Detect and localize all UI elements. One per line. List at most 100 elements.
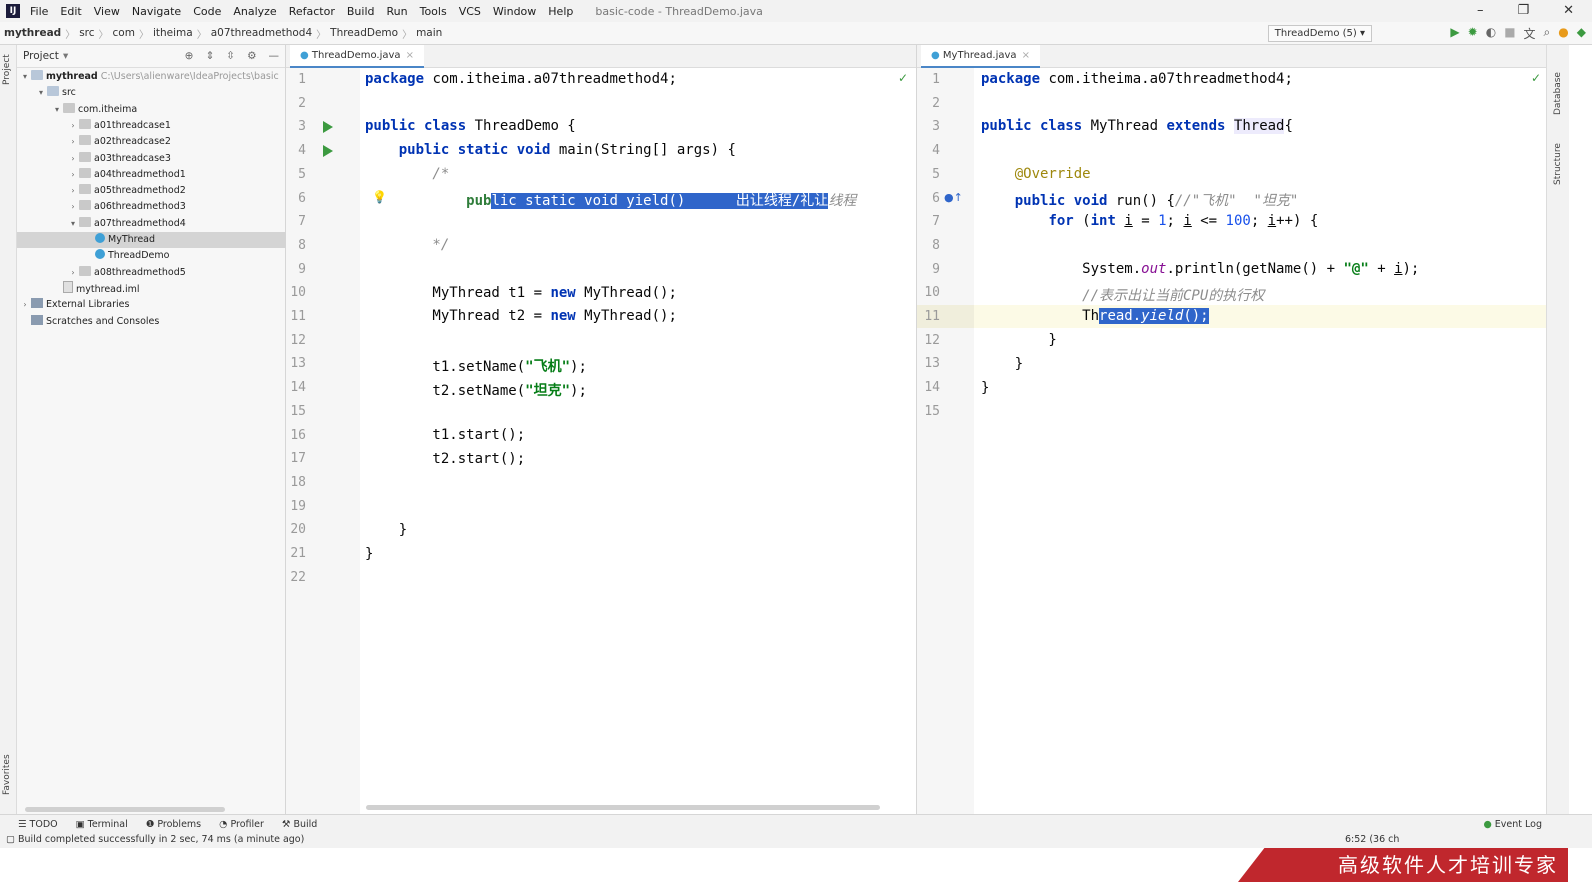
line-number: 4 bbox=[932, 143, 940, 159]
tree-item[interactable]: ›a06threadmethod3 bbox=[17, 199, 335, 215]
plugin-icon[interactable]: ◆ bbox=[1576, 25, 1586, 39]
tree-item[interactable]: MyThread bbox=[17, 232, 351, 248]
collapse-arrow-icon[interactable]: › bbox=[71, 137, 75, 147]
line-number: 8 bbox=[298, 237, 306, 253]
menu-tools[interactable]: Tools bbox=[419, 4, 447, 18]
tree-item[interactable]: ▾mythread C:\Users\alienware\IdeaProject… bbox=[17, 69, 287, 85]
caret-position[interactable]: 6:52 (36 ch bbox=[1345, 834, 1400, 845]
breadcrumb-itheima[interactable]: itheima bbox=[152, 27, 193, 39]
collapse-arrow-icon[interactable]: › bbox=[71, 169, 75, 179]
restore-icon[interactable]: ❐ bbox=[1517, 3, 1530, 18]
intention-bulb-icon[interactable]: 💡 bbox=[372, 190, 387, 204]
locate-icon[interactable]: ⊕ bbox=[184, 50, 194, 62]
expand-arrow-icon[interactable]: ▾ bbox=[22, 72, 27, 81]
project-tool-label[interactable]: Project bbox=[2, 54, 12, 85]
menu-vcs[interactable]: VCS bbox=[458, 4, 481, 18]
collapse-arrow-icon[interactable]: › bbox=[71, 267, 75, 277]
tab-mythread-java[interactable]: ● MyThread.java× bbox=[921, 45, 1040, 68]
tree-item[interactable]: mythread.iml bbox=[17, 280, 319, 297]
close-tab-icon[interactable]: × bbox=[1021, 50, 1030, 61]
project-panel-title[interactable]: Project bbox=[23, 50, 59, 62]
status-message[interactable]: Build completed successfully in 2 sec, 7… bbox=[18, 834, 305, 845]
close-tab-icon[interactable]: × bbox=[405, 50, 414, 61]
build-tab[interactable]: ⚒ Build bbox=[281, 818, 318, 830]
stop-icon[interactable]: ■ bbox=[1504, 25, 1516, 39]
expand-arrow-icon[interactable]: ▾ bbox=[38, 88, 43, 98]
menu-code[interactable]: Code bbox=[193, 4, 222, 18]
watermark-banner: 高级软件人才培训专家 bbox=[1238, 848, 1568, 882]
profiler-tab[interactable]: ◔ Profiler bbox=[219, 818, 264, 830]
breadcrumb-class[interactable]: ThreadDemo bbox=[330, 27, 399, 39]
tree-item[interactable]: ▾src bbox=[17, 85, 303, 101]
terminal-tab[interactable]: ▣ Terminal bbox=[75, 818, 128, 830]
project-panel: Project ▾ ⊕ ⇕ ⇳ ⚙ — ▾mythread C:\Users\al… bbox=[17, 45, 351, 820]
code-line-12: } bbox=[981, 332, 1057, 348]
tree-item[interactable]: ›External Libraries bbox=[17, 297, 287, 313]
menu-edit[interactable]: Edit bbox=[60, 4, 82, 18]
lib-icon bbox=[31, 298, 43, 309]
expand-all-icon[interactable]: ⇕ bbox=[205, 50, 215, 62]
breadcrumb-project[interactable]: mythread bbox=[4, 27, 62, 39]
tree-item-label: a01threadcase1 bbox=[94, 119, 171, 131]
translate-icon[interactable]: 文 bbox=[1523, 27, 1536, 41]
run-configuration-select[interactable]: ThreadDemo (5) ▾ bbox=[1267, 25, 1372, 42]
tree-item[interactable]: ›a08threadmethod5 bbox=[17, 265, 335, 281]
tree-item[interactable]: ›a03threadcase3 bbox=[17, 151, 335, 167]
pkg-icon bbox=[79, 118, 91, 129]
breadcrumb-src[interactable]: src bbox=[79, 27, 95, 39]
debug-icon[interactable]: ✹ bbox=[1467, 25, 1478, 39]
database-tool-label[interactable]: Database bbox=[1553, 72, 1563, 115]
tree-item[interactable]: ›a05threadmethod2 bbox=[17, 183, 335, 199]
tree-item[interactable]: ›a04threadmethod1 bbox=[17, 167, 335, 183]
search-icon[interactable]: ⌕ bbox=[1543, 25, 1551, 39]
tree-item[interactable]: ›a02threadcase2 bbox=[17, 134, 335, 150]
tree-item[interactable]: ThreadDemo bbox=[17, 248, 351, 264]
menu-refactor[interactable]: Refactor bbox=[288, 4, 335, 18]
menu-run[interactable]: Run bbox=[386, 4, 408, 18]
line-number: 3 bbox=[932, 119, 940, 135]
tree-item[interactable]: Scratches and Consoles bbox=[17, 314, 287, 330]
editor-split-divider[interactable] bbox=[916, 45, 917, 814]
menu-navigate[interactable]: Navigate bbox=[131, 4, 182, 18]
hide-panel-icon[interactable]: — bbox=[268, 50, 280, 62]
run-class-icon[interactable] bbox=[323, 121, 333, 133]
expand-arrow-icon[interactable]: ▾ bbox=[70, 218, 75, 228]
tab-threaddemo-java[interactable]: ● ThreadDemo.java× bbox=[290, 45, 424, 68]
menu-window[interactable]: Window bbox=[492, 4, 537, 18]
menu-analyze[interactable]: Analyze bbox=[233, 4, 277, 18]
event-log-button[interactable]: ● Event Log bbox=[1483, 818, 1542, 830]
override-marker-icon[interactable]: ●↑ bbox=[944, 191, 963, 204]
tree-item[interactable]: ▾com.itheima bbox=[17, 102, 319, 118]
run-icon[interactable]: ▶ bbox=[1450, 25, 1460, 39]
minimize-icon[interactable]: – bbox=[1476, 3, 1484, 18]
structure-tool-label[interactable]: Structure bbox=[1553, 143, 1563, 185]
editor-tab-bar-right: ● MyThread.java× bbox=[917, 45, 1546, 68]
breadcrumb-package[interactable]: a07threadmethod4 bbox=[210, 27, 313, 39]
problems-tab[interactable]: ❶ Problems bbox=[145, 818, 202, 830]
collapse-arrow-icon[interactable]: › bbox=[71, 186, 75, 196]
menu-build[interactable]: Build bbox=[346, 4, 375, 18]
collapse-arrow-icon[interactable]: › bbox=[71, 120, 75, 130]
run-main-icon[interactable] bbox=[323, 145, 333, 157]
line-number: 9 bbox=[298, 261, 306, 277]
menu-view[interactable]: View bbox=[93, 4, 120, 18]
collapse-all-icon[interactable]: ⇳ bbox=[226, 50, 236, 62]
todo-tab[interactable]: ☰ TODO bbox=[18, 818, 58, 830]
breadcrumb-method[interactable]: main bbox=[416, 27, 443, 39]
expand-arrow-icon[interactable]: ▾ bbox=[54, 104, 59, 114]
menu-file[interactable]: File bbox=[30, 4, 49, 18]
update-icon[interactable]: ● bbox=[1558, 25, 1569, 39]
project-scrollbar[interactable] bbox=[25, 807, 225, 812]
collapse-arrow-icon[interactable]: › bbox=[71, 153, 75, 163]
menu-help[interactable]: Help bbox=[548, 4, 574, 18]
tree-item[interactable]: ▾a07threadmethod4 bbox=[17, 216, 335, 232]
close-icon[interactable]: ✕ bbox=[1563, 3, 1574, 18]
coverage-icon[interactable]: ◐ bbox=[1485, 25, 1497, 39]
breadcrumb-com[interactable]: com bbox=[112, 27, 135, 39]
settings-gear-icon[interactable]: ⚙ bbox=[247, 50, 257, 62]
editor-horizontal-scrollbar[interactable] bbox=[366, 805, 880, 810]
collapse-arrow-icon[interactable]: › bbox=[71, 202, 75, 212]
collapse-arrow-icon[interactable]: › bbox=[23, 300, 27, 310]
favorites-tool-label[interactable]: Favorites bbox=[2, 754, 12, 795]
tree-item[interactable]: › a01threadcase1 bbox=[17, 118, 335, 134]
